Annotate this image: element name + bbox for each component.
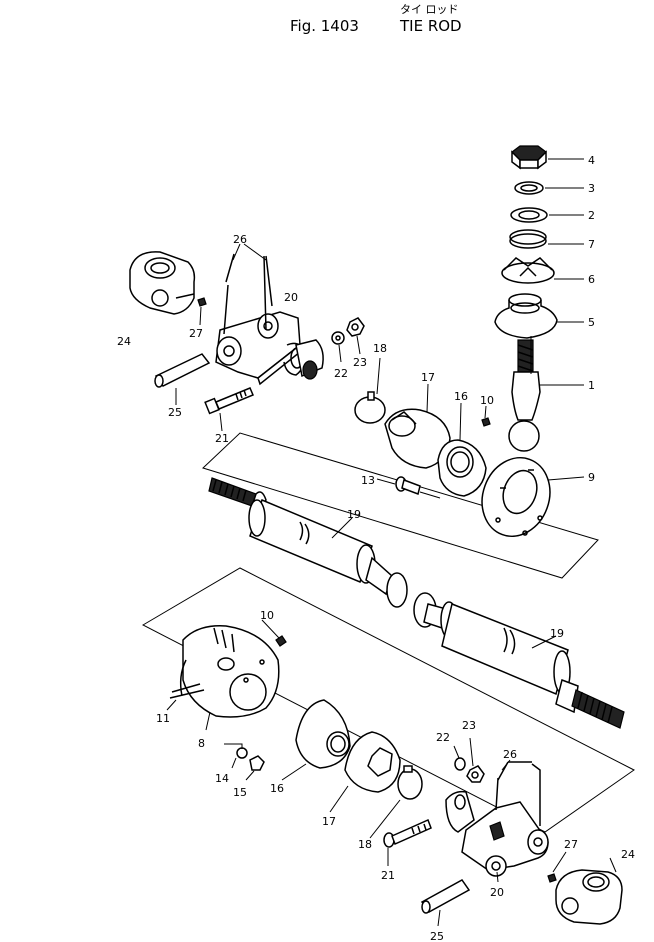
washer-part-14 <box>236 747 248 759</box>
ball-socket-part-9 <box>481 457 551 537</box>
pin-part-25-upper <box>154 353 211 388</box>
callout-23-upper: 23 <box>353 356 367 369</box>
grease-fitting-part-10-upper <box>481 417 491 427</box>
wire-clip-part-26-upper <box>223 253 273 335</box>
callout-26-lower: 26 <box>503 748 517 761</box>
callout-21-lower: 21 <box>381 869 395 882</box>
callout-8: 8 <box>198 737 205 750</box>
figure-title-japanese: タイ ロッド <box>400 3 459 16</box>
callout-6: 6 <box>588 273 595 286</box>
callout-24-upper: 24 <box>117 335 131 348</box>
washer-part-22-lower <box>454 757 466 771</box>
lock-washer-part-3 <box>514 181 544 195</box>
socket-part-8 <box>182 625 280 718</box>
tie-rod-part-19-lower <box>413 592 625 729</box>
bolt-part-21-upper <box>204 387 254 415</box>
set-screw-part-27-lower <box>547 873 557 883</box>
pin-part-25-lower <box>420 879 471 914</box>
callout-23-lower: 23 <box>462 719 476 732</box>
collar-upper <box>295 339 324 380</box>
set-screw-part-27-upper <box>197 297 207 307</box>
figure-number: Fig. 1403 <box>290 17 359 35</box>
ball-stud-part-1 <box>508 339 541 452</box>
upper-assembly-frame <box>202 432 599 579</box>
callout-16-lower: 16 <box>270 782 284 795</box>
callout-25-lower: 25 <box>430 930 444 942</box>
spring-part-11 <box>169 627 235 699</box>
dust-boot-part-5 <box>494 293 558 339</box>
nut-part-23-upper <box>346 317 365 337</box>
grease-fitting-part-10-lower <box>275 635 287 647</box>
callout-4: 4 <box>588 154 595 167</box>
callout-20-upper: 20 <box>284 291 298 304</box>
dust-boot-part-17-upper <box>384 408 451 469</box>
washer-part-2 <box>510 207 548 223</box>
callout-20-lower: 20 <box>490 886 504 899</box>
seal-part-16-upper <box>437 439 487 497</box>
callout-19-upper: 19 <box>347 508 361 521</box>
nut-part-15 <box>249 755 265 771</box>
lower-socket-assembly <box>166 619 623 927</box>
callout-16-upper: 16 <box>454 390 468 403</box>
callout-17-lower: 17 <box>322 815 336 828</box>
washer-part-22-upper <box>331 331 345 345</box>
callout-18-upper: 18 <box>373 342 387 355</box>
callout-27-upper: 27 <box>189 327 203 340</box>
figure-title-english: TIE ROD <box>399 17 462 35</box>
callout-5: 5 <box>588 316 595 329</box>
callout-18-lower: 18 <box>358 838 372 851</box>
callout-9: 9 <box>588 471 595 484</box>
callout-17-upper: 17 <box>421 371 435 384</box>
spring-clamp-part-7 <box>509 229 547 249</box>
callout-11: 11 <box>156 712 170 725</box>
figure-title: タイ ロッド Fig. 1403 TIE ROD <box>290 3 462 35</box>
clamp-block-part-24-lower <box>555 869 623 925</box>
callout-24-lower: 24 <box>621 848 635 861</box>
callout-26-upper: 26 <box>233 233 247 246</box>
wire-clip-part-26-lower <box>495 761 541 826</box>
tie-rod-part-19-upper <box>208 477 408 608</box>
callout-22-lower: 22 <box>436 731 450 744</box>
callout-15: 15 <box>233 786 247 799</box>
seal-part-16-lower <box>295 699 351 769</box>
ball-joint-stack <box>481 145 558 537</box>
callout-19-lower: 19 <box>550 627 564 640</box>
callout-13: 13 <box>361 474 375 487</box>
hose-clamp-part-18-lower <box>397 765 423 800</box>
dust-boot-part-17-lower <box>344 731 401 793</box>
callout-21-upper: 21 <box>215 432 229 445</box>
callout-7: 7 <box>588 238 595 251</box>
clamp-bracket-part-20-upper <box>215 311 306 386</box>
callout-22-upper: 22 <box>334 367 348 380</box>
callout-2: 2 <box>588 209 595 222</box>
callout-labels: 4 3 2 7 6 5 1 9 10 16 17 18 13 26 20 23 … <box>117 154 635 942</box>
clamp-bracket-part-20-lower <box>445 790 549 877</box>
seat-part-6 <box>501 257 555 284</box>
bolt-part-21-lower <box>383 818 432 848</box>
lower-assembly-frame <box>141 567 635 833</box>
callout-3: 3 <box>588 182 595 195</box>
nut-part-23-lower <box>466 765 485 783</box>
hose-clamp-part-18-upper <box>354 391 386 424</box>
upper-clamp-assembly <box>129 243 491 499</box>
callout-27-lower: 27 <box>564 838 578 851</box>
callout-25-upper: 25 <box>168 406 182 419</box>
nut-part-4 <box>511 145 547 170</box>
bolt-part-13 <box>395 476 421 495</box>
callout-14: 14 <box>215 772 229 785</box>
callout-10-lower: 10 <box>260 609 274 622</box>
callout-10-upper: 10 <box>480 394 494 407</box>
clamp-block-part-24-upper <box>129 251 196 315</box>
callout-1: 1 <box>588 379 595 392</box>
